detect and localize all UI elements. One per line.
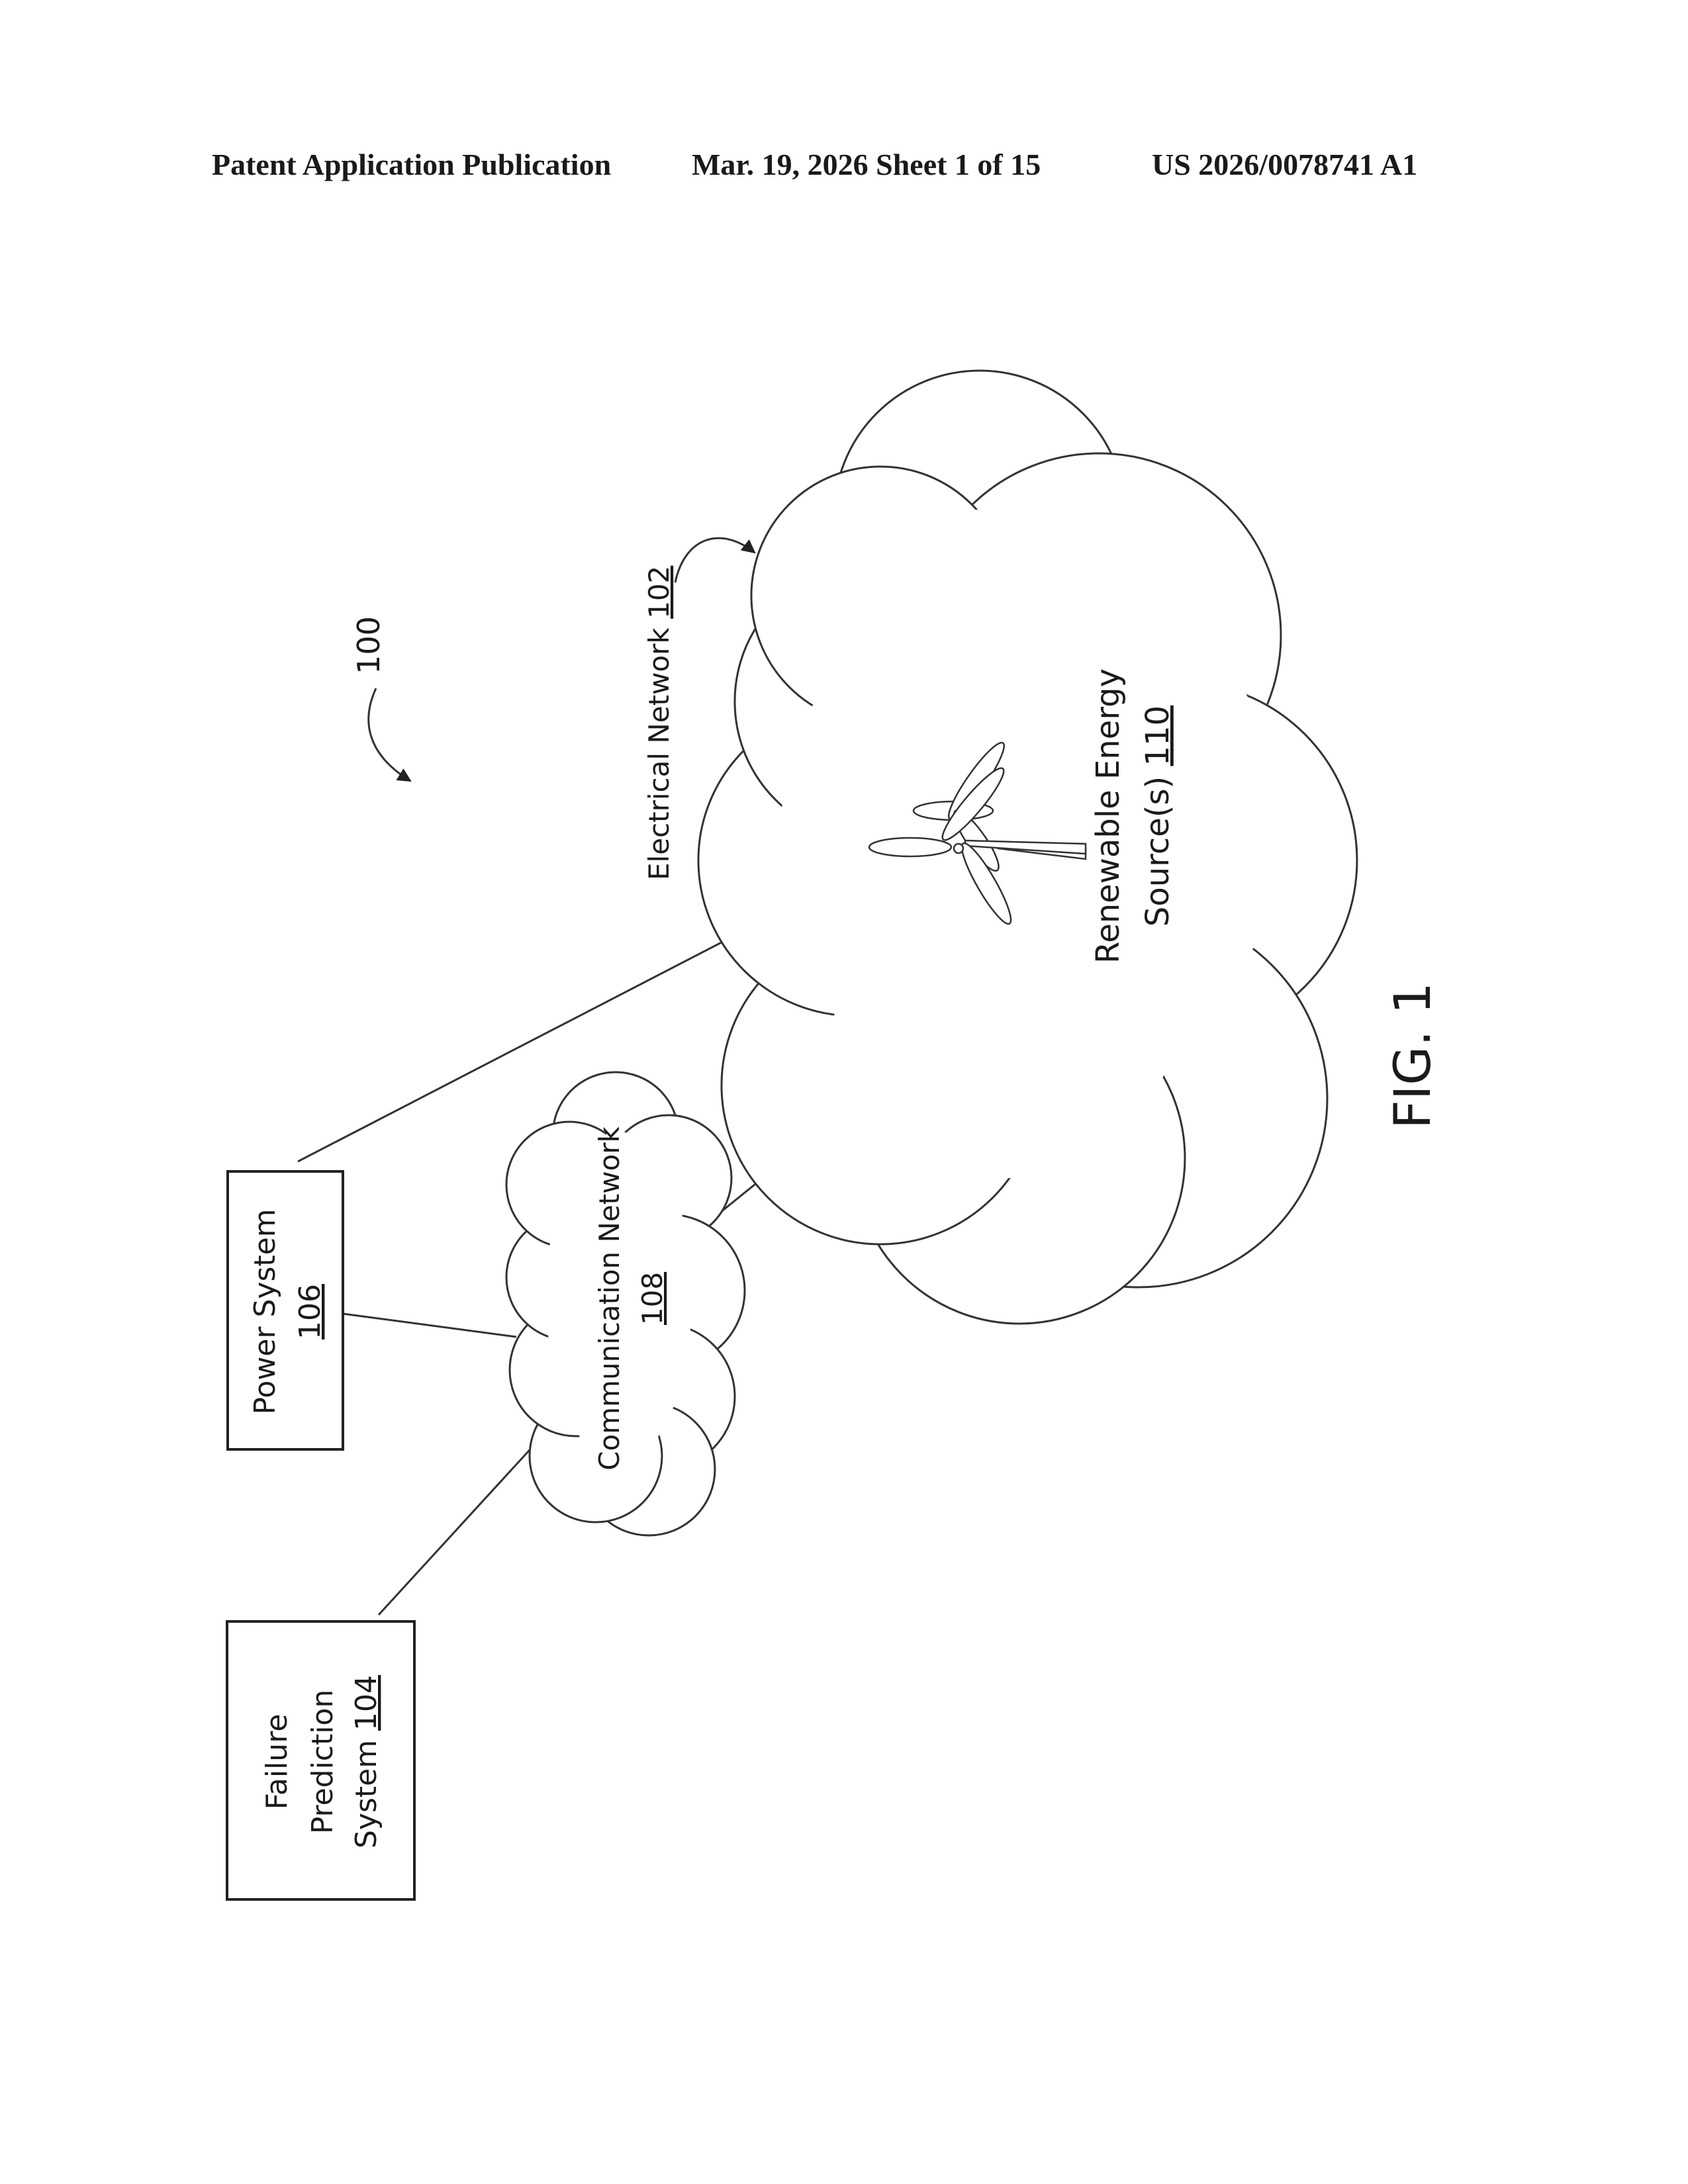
power-system-label: Power System xyxy=(248,1208,282,1414)
renewable-energy-label-line1: Renewable Energy xyxy=(1090,668,1127,964)
renewable-energy-label-line2: Source(s) 110 xyxy=(1139,705,1176,927)
communication-network-ref: 108 xyxy=(636,1272,669,1325)
failure-prediction-label-line1: Failure xyxy=(260,1714,294,1810)
communication-network-label: Communication Network xyxy=(593,1126,626,1470)
link-failure-communication xyxy=(379,1443,536,1615)
figure-caption: FIG. 1 xyxy=(1383,982,1442,1129)
failure-prediction-label-line3: System 104 xyxy=(350,1675,383,1848)
ref-100-label: 100 xyxy=(351,616,387,674)
link-power-communication xyxy=(343,1314,516,1337)
power-system-ref: 106 xyxy=(293,1284,327,1340)
ref-100-arrow-icon xyxy=(369,688,410,781)
failure-prediction-label-line2: Prediction xyxy=(306,1690,340,1835)
communication-network-cloud xyxy=(506,1072,745,1535)
ref-102-arrow-icon xyxy=(675,538,755,582)
link-power-electrical xyxy=(298,913,778,1161)
electrical-network-label: Electrical Network 102 xyxy=(643,566,675,880)
